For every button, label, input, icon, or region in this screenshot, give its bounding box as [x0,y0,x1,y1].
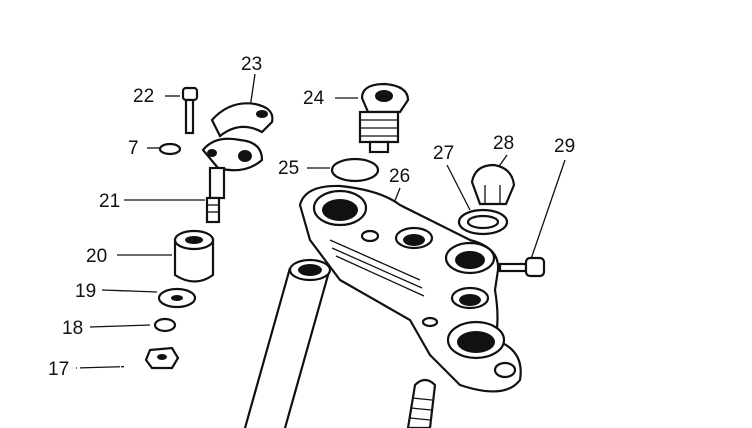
part-25-o-ring [330,157,380,183]
part-20-bush [173,229,215,283]
callout-21: 21 [99,191,120,212]
callout-20: 20 [86,246,107,267]
part-19-washer [157,287,197,309]
callout-29: 29 [554,136,575,157]
part-23-clamp [201,102,274,172]
part-29-screw [498,256,546,278]
callout-24: 24 [303,88,325,109]
callout-18: 18 [62,318,83,339]
part-27-washer [457,208,509,236]
callout-26: 26 [389,166,410,187]
callout-19: 19 [75,281,96,302]
leader-lines [75,73,566,369]
part-28-dome-nut [470,163,516,206]
callout-17: 17 [48,359,69,380]
callout-23: 23 [241,54,262,75]
callout-22: 22 [133,86,154,107]
part-7-washer [158,142,182,156]
part-21-spindle [205,166,226,224]
part-18-spring-washer [153,317,177,333]
steering-stem [406,378,437,428]
part-17-nut [144,346,180,370]
callout-25: 25 [278,158,299,179]
callout-28: 28 [493,133,514,154]
part-22-bolt [181,86,199,135]
part-24-plug [358,82,410,154]
fork-tube [243,258,332,428]
callout-7: 7 [128,138,139,159]
part-26-top-yoke [298,184,522,393]
callout-27: 27 [433,143,454,164]
